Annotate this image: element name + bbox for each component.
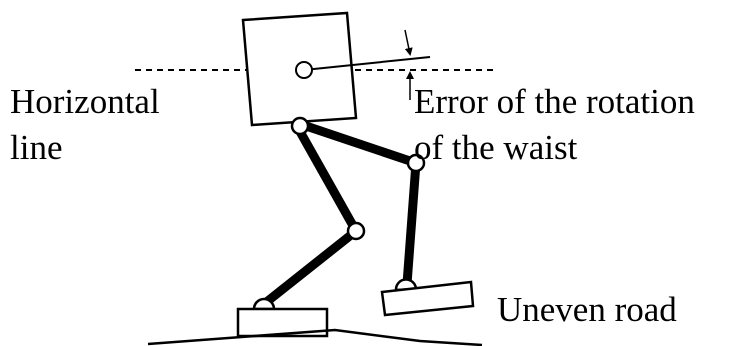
left-ankle-joint: [252, 297, 276, 311]
horizontal-line-label-line2: line: [10, 128, 63, 167]
error-label-line2: of the waist: [414, 128, 578, 167]
right-knee-joint: [406, 153, 426, 173]
right-thigh: [301, 121, 421, 168]
waist-center-joint: [295, 61, 313, 79]
uneven-road-line: [147, 328, 483, 346]
left-thigh: [293, 123, 361, 236]
right-foot: [380, 280, 475, 317]
uneven-road-label: Uneven road: [497, 290, 677, 329]
right-shank: [402, 158, 421, 289]
error-arrow-top: [404, 29, 413, 56]
waist-rotation-line: [303, 56, 431, 71]
hip-joint: [290, 116, 310, 136]
error-label-line1: Error of the rotation: [414, 82, 695, 121]
left-shank: [259, 226, 361, 309]
horizontal-line-label-line1: Horizontal: [10, 82, 160, 121]
left-knee-joint: [346, 221, 366, 241]
